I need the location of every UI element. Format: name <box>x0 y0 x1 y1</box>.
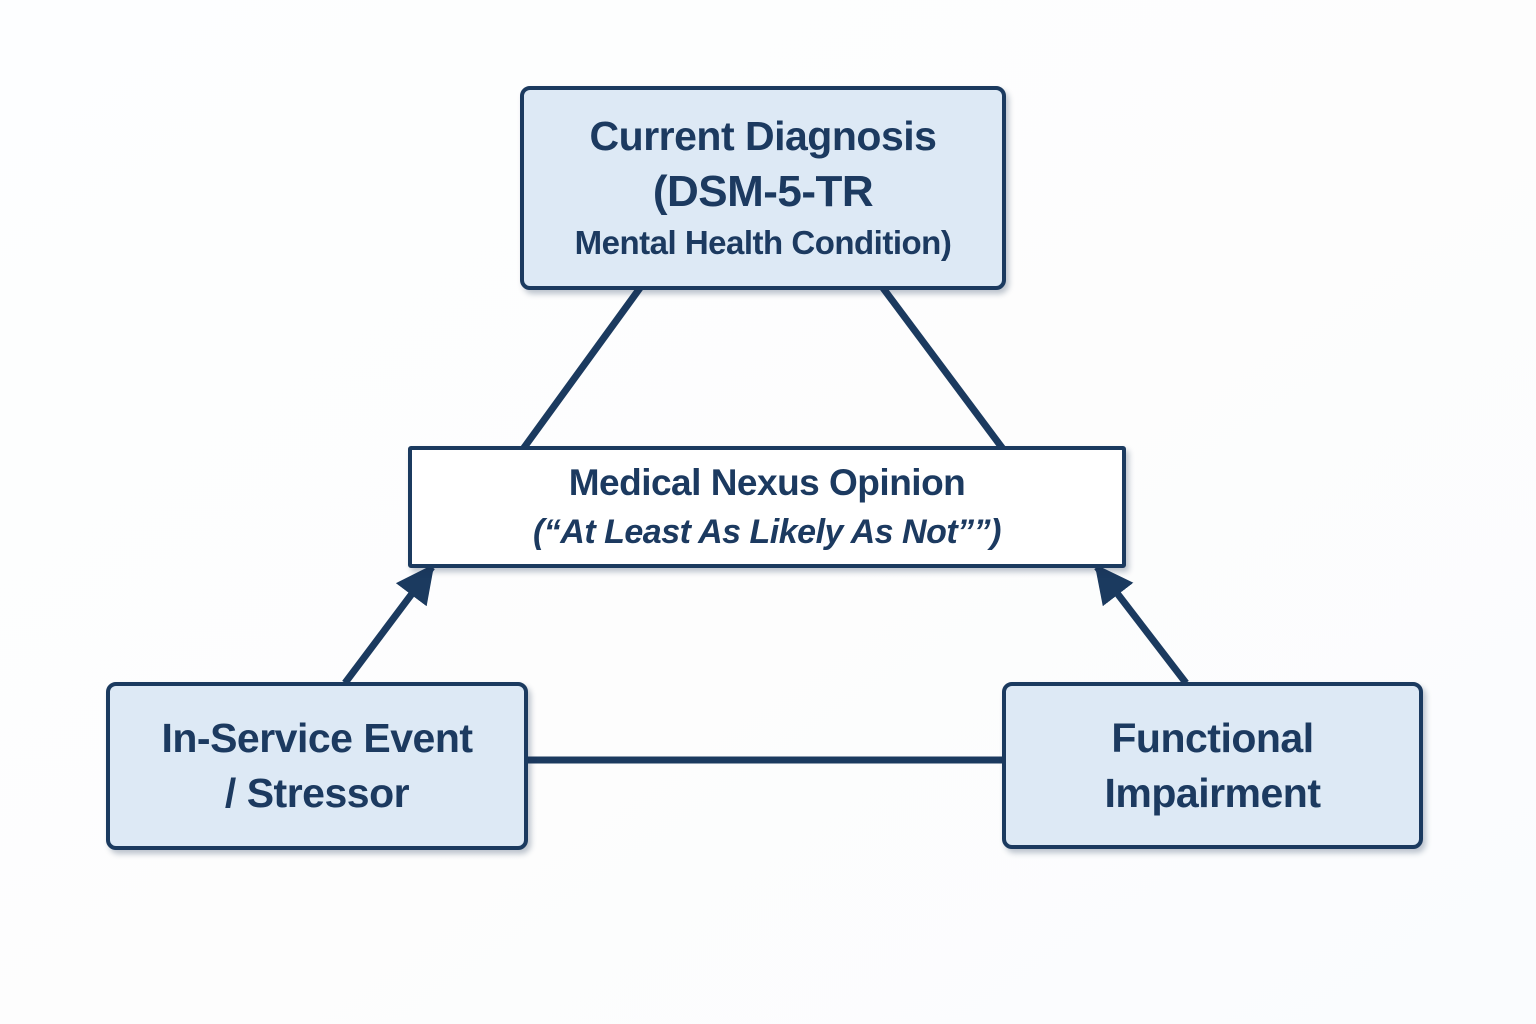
connector-diagnosis-to-nexus-right <box>880 285 1006 452</box>
node-current-diagnosis: Current Diagnosis (DSM-5-TR Mental Healt… <box>520 86 1006 290</box>
medical-nexus-subtitle: (“At Least As Likely As Not””) <box>532 513 1002 551</box>
current-diagnosis-line-1: Current Diagnosis <box>589 113 937 159</box>
connector-impairment-to-nexus <box>1094 563 1189 686</box>
connector-stressor-to-nexus <box>342 563 435 686</box>
current-diagnosis-line-2: (DSM-5-TR <box>652 167 874 216</box>
node-functional-impairment: Functional Impairment <box>1002 682 1423 849</box>
medical-nexus-title: Medical Nexus Opinion <box>568 462 966 503</box>
connector-diagnosis-to-nexus-left <box>520 285 643 452</box>
functional-impairment-line-2: Impairment <box>1104 769 1322 816</box>
current-diagnosis-line-3: Mental Health Condition) <box>574 224 952 261</box>
node-medical-nexus: Medical Nexus Opinion (“At Least As Like… <box>408 446 1126 568</box>
node-in-service-event: In-Service Event / Stressor <box>106 682 528 850</box>
in-service-event-line-2: / Stressor <box>224 770 410 816</box>
functional-impairment-line-1: Functional <box>1111 714 1314 761</box>
in-service-event-line-1: In-Service Event <box>161 715 473 761</box>
